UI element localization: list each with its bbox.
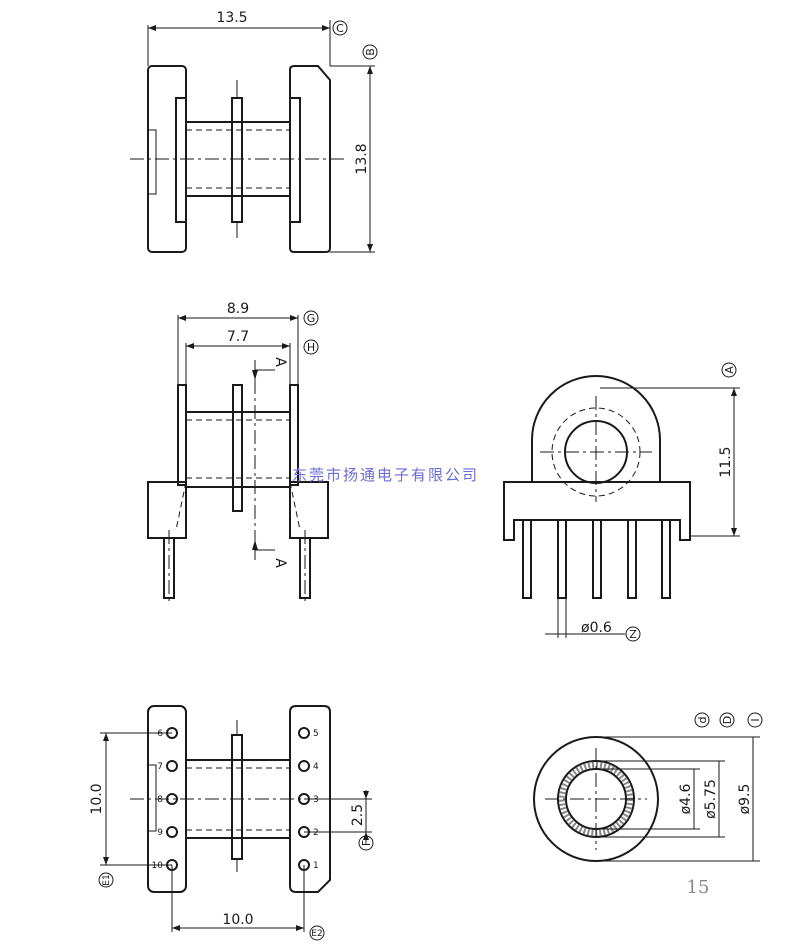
ref-g-label: G [307,312,316,325]
bottom-width-dim: 10.0 [222,912,253,928]
ref-d-label: D [721,716,734,724]
ref-c-marker [332,20,348,36]
ref-e2-label: E2 [311,929,322,939]
pin-label: 3 [313,795,319,805]
diameter-3-dim: ø9.5 [737,784,753,815]
ref-z-marker [625,626,641,642]
pin-diameter-dim: ø0.6 [581,620,612,636]
ref-h-marker [303,339,319,355]
ref-e1-label: E1 [102,874,112,885]
ref-i-label: I [749,718,762,721]
pin-hole [166,760,178,772]
pin-label: 4 [313,762,319,772]
front-view: 8.9 G 7.7 H A A [147,301,329,602]
ref-i-marker [747,712,763,728]
pin-label: 2 [313,828,319,838]
pin-hole [166,826,178,838]
ref-f-label: F [360,840,373,846]
side-height-dim: 11.5 [718,446,734,477]
top-view: 13.5 C 13.8 B [130,10,378,253]
pin-label: 8 [157,795,163,805]
ref-f-marker [358,835,374,851]
right-pin-row: 5 4 3 2 1 [298,727,319,871]
pin-label: 9 [157,828,163,838]
ref-b-label: B [364,48,377,56]
top-height-dim: 13.8 [354,143,370,174]
page-number: 15 [687,877,710,898]
section-view: ø4.6 ø5.75 ø9.5 d D I [533,712,763,862]
top-width-dim: 13.5 [216,10,247,26]
pin-label: 5 [313,729,319,739]
ref-d-small-marker [694,712,710,728]
ref-e2-marker [309,925,325,941]
pin-label: 7 [157,762,163,772]
ref-h-label: H [307,341,315,354]
ref-e1-marker [98,872,114,888]
ref-a-marker [721,362,737,378]
section-a-bottom: A [272,558,288,568]
pin-label: 6 [157,729,163,739]
ref-z-label: Z [629,628,637,641]
pin-hole [298,727,310,739]
bottom-view: 6 7 8 9 10 5 4 3 2 1 10.0 E1 [89,705,374,941]
side-view: 11.5 A ø0.6 Z [503,362,740,642]
pin-label: 10 [152,861,164,871]
ref-a-label: A [723,366,736,374]
front-inner-dim: 7.7 [227,329,249,345]
ref-b-marker [362,44,378,60]
ref-g-marker [303,310,319,326]
pin-pitch-dim: 2.5 [350,804,366,826]
company-watermark: 东莞市扬通电子有限公司 [292,466,479,484]
diameter-1-dim: ø4.6 [678,783,694,814]
front-outer-dim: 8.9 [227,301,249,317]
bottom-height-dim: 10.0 [89,783,105,814]
section-a-top: A [272,357,288,367]
ref-d-small-label: d [696,717,709,724]
pin-label: 1 [313,861,319,871]
diameter-2-dim: ø5.75 [703,779,719,819]
ref-c-label: C [336,22,344,35]
ref-d-marker [719,712,735,728]
pin-hole [298,760,310,772]
